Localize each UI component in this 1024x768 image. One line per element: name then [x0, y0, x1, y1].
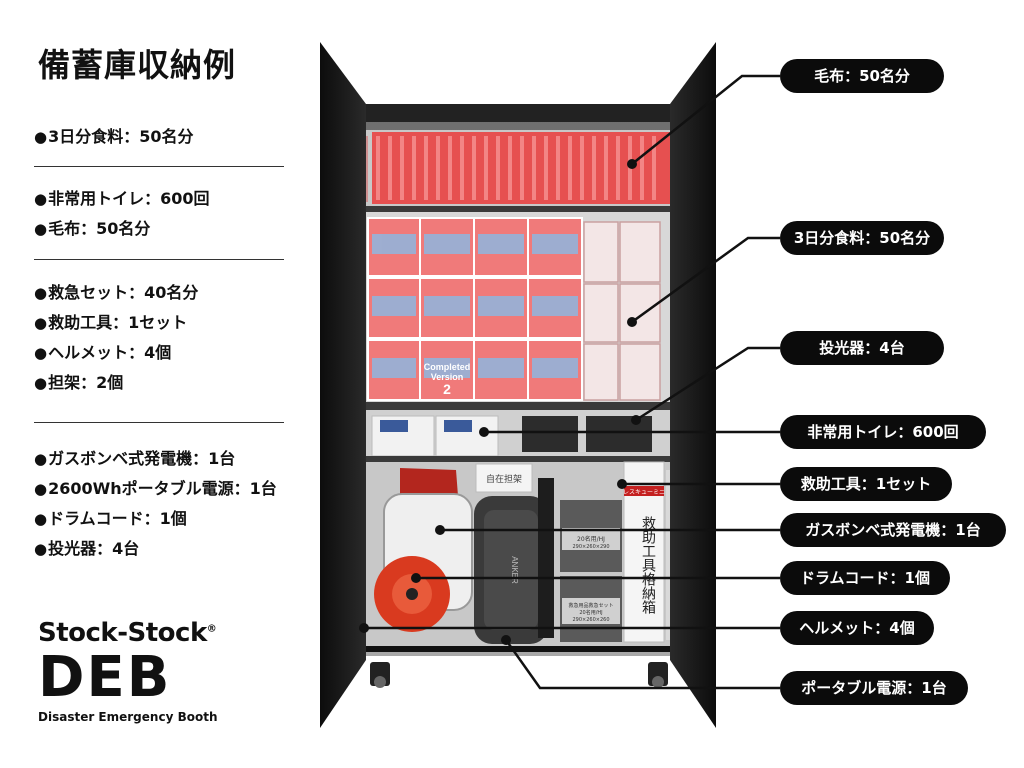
callout-blanket: 毛布：50名分: [780, 59, 944, 93]
callout-drum-cord: ドラムコード：1個: [780, 561, 950, 595]
list-group-power: ガスボンベ式発電機：1台 2600Whポータブル電源：1台 ドラムコード：1個 …: [34, 444, 286, 564]
blanket-shelf: [326, 130, 710, 206]
divider: [34, 166, 284, 167]
list-item: 救助工具：1セット: [34, 308, 286, 338]
food-boxes: Completed Version 2: [367, 217, 661, 401]
food-box-label: 2: [443, 381, 451, 397]
bottom-compartment: ANKER 自在担架 20名用/HJ 290×260×290 救急用品救急セット…: [326, 461, 710, 648]
list-item: 2600Whポータブル電源：1台: [34, 474, 286, 504]
right-door: [670, 42, 716, 728]
shelf-1: [326, 206, 710, 212]
first-aid-size: 290×260×290: [572, 544, 609, 550]
leader-dots: [359, 159, 641, 645]
callout-toilet: 非常用トイレ：600回: [780, 415, 986, 449]
first-aid-label: 救急用品救急セット: [568, 602, 613, 609]
page-title: 備蓄庫収納例: [38, 46, 237, 84]
first-aid-label: 20名用/HJ: [579, 609, 602, 616]
callout-food: 3日分食料：50名分: [780, 221, 944, 255]
stretcher: [538, 478, 554, 638]
list-item: ヘルメット：4個: [34, 338, 286, 368]
callout-helmet: ヘルメット：4個: [780, 611, 934, 645]
rescue-box-title: 救助工具格納箱: [640, 516, 656, 614]
callout-rescue-tools: 救助工具：1セット: [780, 467, 952, 501]
rescue-box-banner: レスキューミニ: [623, 489, 665, 496]
callout-floodlight: 投光器：4台: [780, 331, 944, 365]
list-item: ドラムコード：1個: [34, 504, 286, 534]
food-box-label: Completed: [424, 362, 471, 372]
food-box-label: Version: [431, 372, 464, 382]
list-item: 担架：2個: [34, 368, 286, 398]
divider: [34, 422, 284, 423]
list-group-food: 3日分食料：50名分: [34, 122, 286, 152]
list-item: 救急セット：40名分: [34, 278, 286, 308]
mid-shelf: [326, 410, 710, 458]
first-aid-size: 290×260×260: [572, 617, 609, 623]
leader-lines: [364, 74, 780, 690]
brand-logo: Stock-Stock® DEB Disaster Emergency Boot…: [38, 618, 217, 724]
callout-generator: ガスボンベ式発電機：1台: [780, 513, 1006, 547]
cabinet-roof: [322, 104, 714, 122]
brand-subtitle: Disaster Emergency Booth: [38, 710, 218, 724]
list-item: 毛布：50名分: [34, 214, 286, 244]
shelf-2: [326, 402, 710, 410]
left-door: [320, 42, 366, 728]
callout-portable-power: ポータブル電源：1台: [780, 671, 968, 705]
list-group-toilet-blanket: 非常用トイレ：600回 毛布：50名分: [34, 184, 286, 244]
brand-deb: DEB: [38, 645, 172, 710]
cabinet-floor: [326, 646, 710, 652]
first-aid-label: 20名用/HJ: [577, 535, 605, 543]
list-item: 投光器：4台: [34, 534, 286, 564]
power-brand: ANKER: [510, 556, 519, 584]
casters: [370, 662, 668, 688]
list-item: 非常用トイレ：600回: [34, 184, 286, 214]
shelf-3: [326, 456, 710, 462]
brand-stock-stock: Stock-Stock®: [38, 618, 217, 648]
list-item: ガスボンベ式発電機：1台: [34, 444, 286, 474]
power-box-label: 自在担架: [486, 473, 522, 485]
list-item: 3日分食料：50名分: [34, 122, 286, 152]
divider: [34, 259, 284, 260]
list-group-rescue: 救急セット：40名分 救助工具：1セット ヘルメット：4個 担架：2個: [34, 278, 286, 398]
